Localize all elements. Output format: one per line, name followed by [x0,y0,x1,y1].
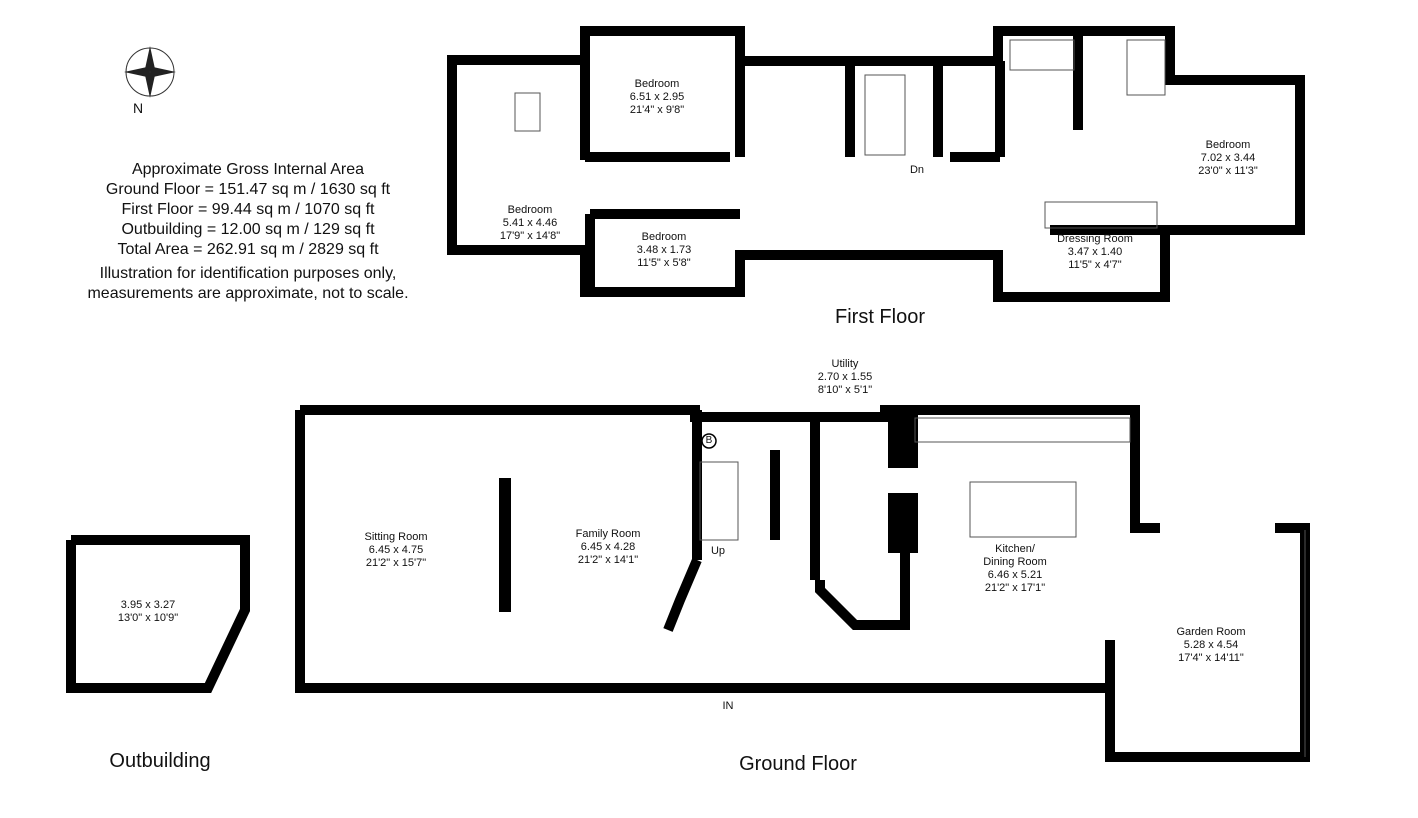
area-line: Ground Floor = 151.47 sq m / 1630 sq ft [105,181,391,198]
stairs-up-label: Up [710,545,726,557]
area-heading: Approximate Gross Internal Area [131,161,365,178]
first-floor-walls [447,26,1305,302]
ground-floor-walls [295,405,1310,762]
ground-floor-title: Ground Floor [739,753,857,775]
entrance-label: IN [722,700,734,712]
compass-label: N [132,100,144,116]
first-floor-fixtures [514,39,1166,229]
area-line: Total Area = 262.91 sq m / 2829 sq ft [117,241,379,258]
outbuilding-title: Outbuilding [109,750,211,772]
disclaimer: Illustration for identification purposes… [99,265,397,282]
area-line: Outbuilding = 12.00 sq m / 129 sq ft [121,221,375,238]
disclaimer: measurements are approximate, not to sca… [87,285,409,302]
area-summary: Approximate Gross Internal Area Ground F… [87,160,408,304]
outbuilding-walls [66,535,250,693]
boiler-label: B [705,435,713,446]
compass-icon [124,46,176,98]
area-line: First Floor = 99.44 sq m / 1070 sq ft [121,201,375,218]
first-floor-title: First Floor [835,306,925,328]
stairs-down-label: Dn [909,164,925,176]
ground-floor-fixtures [699,417,1306,757]
